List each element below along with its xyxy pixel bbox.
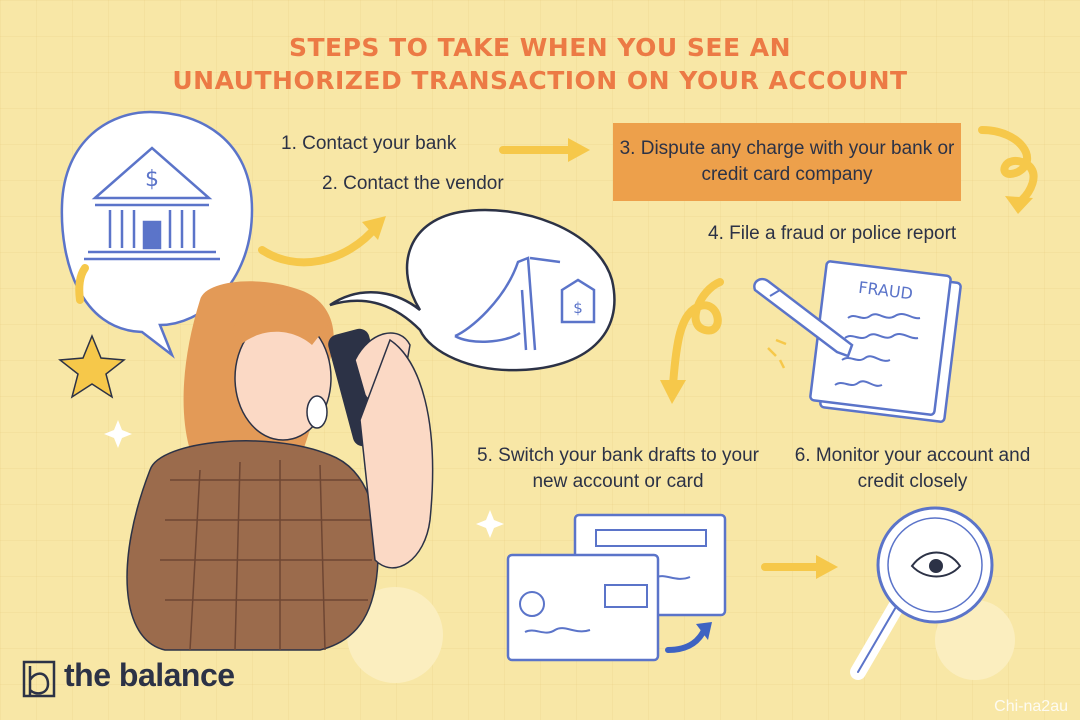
shoe-icon <box>454 256 537 351</box>
woman-on-phone-illustration <box>126 281 434 651</box>
step-5-label: 5. Switch your bank drafts to your new a… <box>477 445 759 492</box>
star-icon <box>58 334 126 399</box>
step-1-label: 1. Contact your bank <box>281 133 457 154</box>
step-3-label: 3. Dispute any charge with your bank or … <box>619 138 955 185</box>
arrow-bank-up <box>75 264 89 304</box>
bg-blob <box>347 587 443 683</box>
price-tag-icon <box>529 256 596 324</box>
fraud-document-icon <box>809 260 962 423</box>
sparkle-icon <box>476 510 504 538</box>
shoe-speech-bubble <box>329 208 616 372</box>
flow-arrows <box>75 126 1038 571</box>
step-2-label: 2. Contact the vendor <box>322 173 504 194</box>
price-tag-dollar-symbol: $ <box>573 299 583 317</box>
arrow-to-report <box>978 126 1038 204</box>
watermark: Chi-na2au <box>994 698 1068 715</box>
sparkle-icon <box>104 420 132 448</box>
the-balance-logo-icon <box>22 660 56 698</box>
bank-dollar-symbol: $ <box>145 167 159 192</box>
step-6-label: 6. Monitor your account and credit close… <box>794 445 1031 492</box>
arrow-to-switch <box>669 278 724 389</box>
eye-icon <box>910 551 962 578</box>
title-line-2: UNAUTHORIZED TRANSACTION ON YOUR ACCOUNT <box>172 66 908 95</box>
credit-card-icon <box>506 513 727 662</box>
bg-blob <box>935 600 1015 680</box>
brand-name: the balance <box>64 657 235 693</box>
title-line-1: STEPS TO TAKE WHEN YOU SEE AN <box>288 33 792 62</box>
bank-icon <box>84 146 220 261</box>
pen-icon <box>753 277 854 369</box>
step-3-highlight-box <box>613 123 961 201</box>
arrow-to-vendor <box>258 221 382 267</box>
step-4-label: 4. File a fraud or police report <box>708 223 957 244</box>
arrow-heads <box>362 138 1033 579</box>
